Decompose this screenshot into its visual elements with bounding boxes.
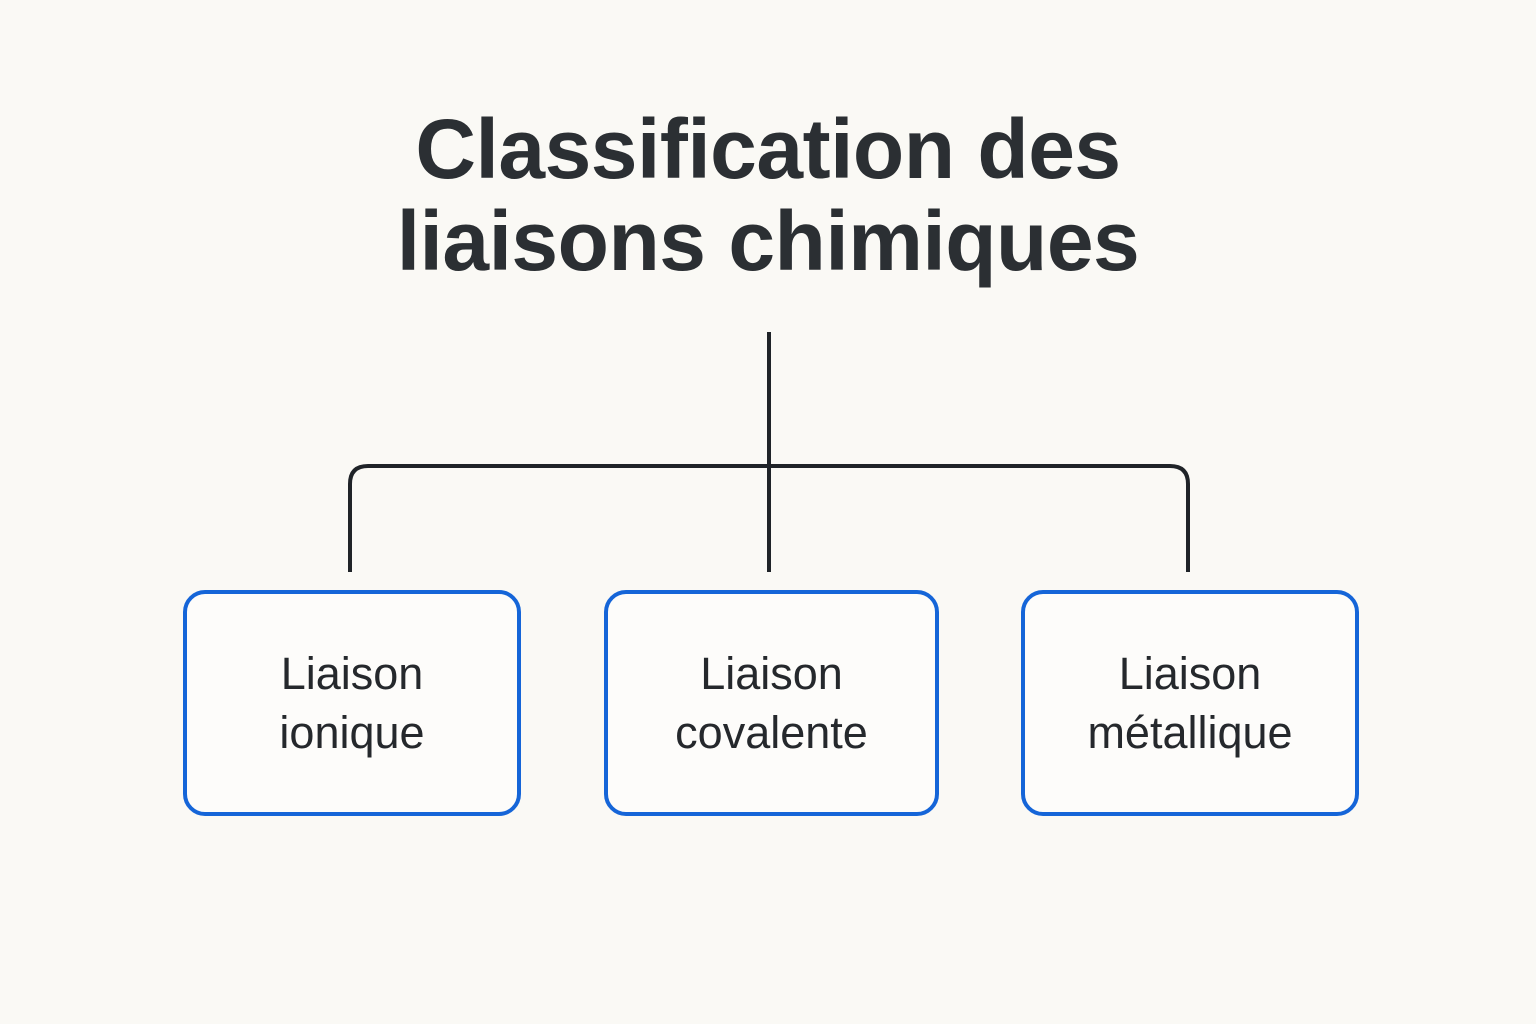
node-liaison-metallique[interactable]: Liaison métallique	[1021, 590, 1359, 816]
page-title: Classification des liaisons chimiques	[396, 102, 1140, 288]
node-liaison-covalente-label: Liaison covalente	[675, 647, 868, 758]
node-liaison-covalente[interactable]: Liaison covalente	[604, 590, 939, 816]
node-liaison-ionique-label: Liaison ionique	[279, 647, 425, 758]
node-liaison-ionique[interactable]: Liaison ionique	[183, 590, 521, 816]
connector-left-branch	[348, 464, 769, 572]
connector-right-branch	[769, 464, 1190, 572]
node-liaison-metallique-label: Liaison métallique	[1087, 647, 1293, 758]
